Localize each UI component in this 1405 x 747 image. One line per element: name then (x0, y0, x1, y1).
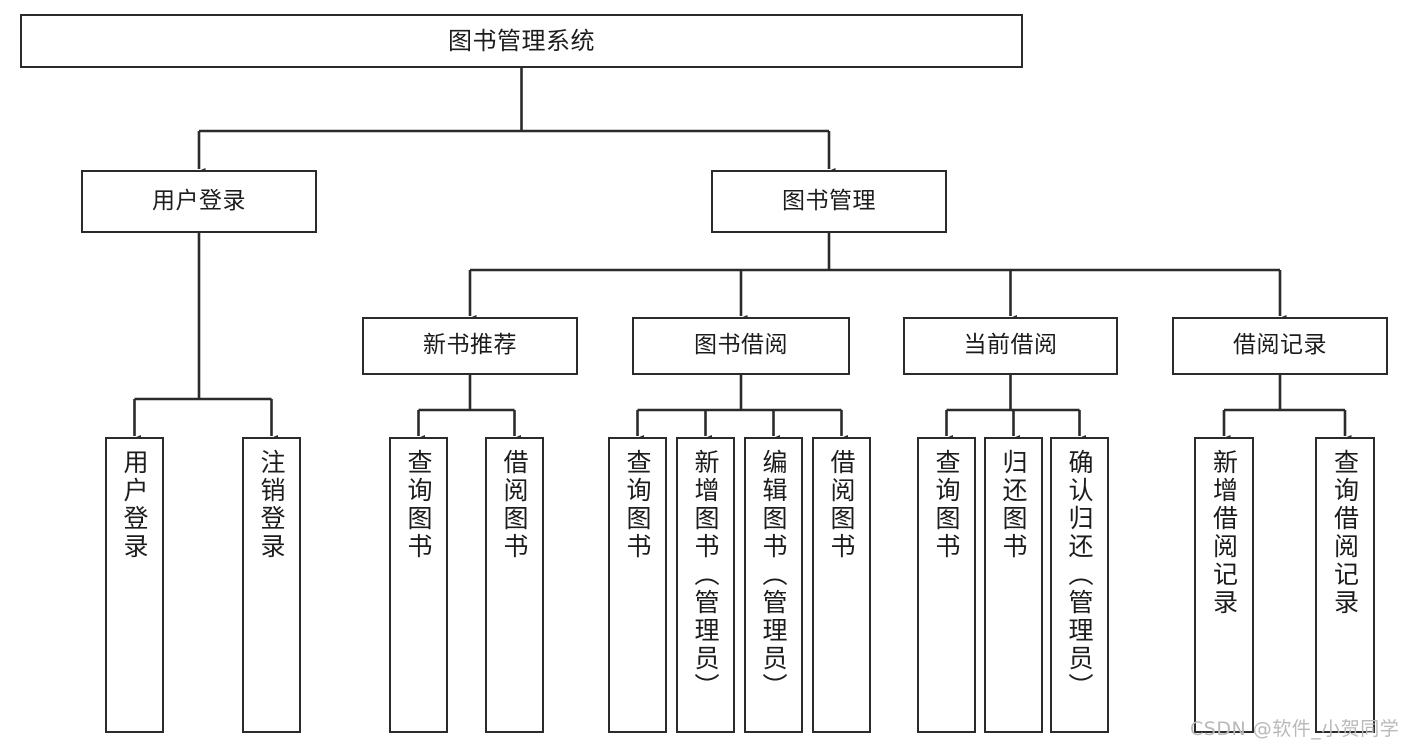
node-leaf-r-query: 查询借阅记录 (1315, 437, 1375, 733)
node-label: 查询图书 (932, 449, 961, 561)
node-label: 用户登录 (152, 187, 246, 214)
node-l1-book: 图书管理 (711, 170, 947, 233)
node-leaf-b-query: 查询图书 (608, 437, 667, 733)
node-leaf-user-login: 用户登录 (105, 437, 164, 733)
node-label: 查询借阅记录 (1330, 449, 1360, 617)
node-label: 归还图书 (999, 449, 1028, 561)
node-root: 图书管理系统 (20, 14, 1023, 68)
node-l2-borrow: 图书借阅 (632, 317, 850, 375)
node-label: 借阅图书 (827, 449, 856, 561)
node-label: 查询图书 (404, 449, 433, 561)
node-leaf-c-confirm: 确认归还（管理员） (1050, 437, 1109, 733)
node-label: 图书借阅 (694, 332, 788, 359)
node-leaf-c-return: 归还图书 (984, 437, 1043, 733)
node-l2-current: 当前借阅 (903, 317, 1118, 375)
node-leaf-b-edit: 编辑图书（管理员） (744, 437, 803, 733)
node-label: 用户登录 (120, 449, 149, 561)
node-label: 借阅记录 (1233, 332, 1327, 359)
node-label: 注销登录 (257, 449, 286, 561)
node-label: 图书管理系统 (448, 26, 595, 55)
node-label: 编辑图书（管理员） (759, 449, 788, 701)
node-label: 当前借阅 (963, 332, 1058, 359)
node-l1-user: 用户登录 (81, 170, 317, 233)
node-leaf-b-borrow: 借阅图书 (812, 437, 871, 733)
node-l2-newbook: 新书推荐 (362, 317, 578, 375)
node-l2-record: 借阅记录 (1172, 317, 1388, 375)
node-label: 新增图书（管理员） (691, 449, 720, 701)
node-label: 图书管理 (782, 187, 876, 214)
node-leaf-b-add: 新增图书（管理员） (676, 437, 735, 733)
node-leaf-r-add: 新增借阅记录 (1194, 437, 1254, 733)
node-label: 确认归还（管理员） (1065, 449, 1094, 701)
edge-paths (128, 68, 1352, 446)
node-leaf-new-query: 查询图书 (389, 437, 448, 733)
node-leaf-new-borrow: 借阅图书 (485, 437, 544, 733)
node-leaf-user-logout: 注销登录 (242, 437, 301, 733)
node-label: 借阅图书 (500, 449, 529, 561)
node-label: 新书推荐 (423, 332, 517, 359)
node-label: 新增借阅记录 (1209, 449, 1239, 617)
node-leaf-c-query: 查询图书 (917, 437, 976, 733)
node-label: 查询图书 (623, 449, 652, 561)
csdn-watermark: CSDN @软件_小贺同学 (1190, 718, 1400, 740)
